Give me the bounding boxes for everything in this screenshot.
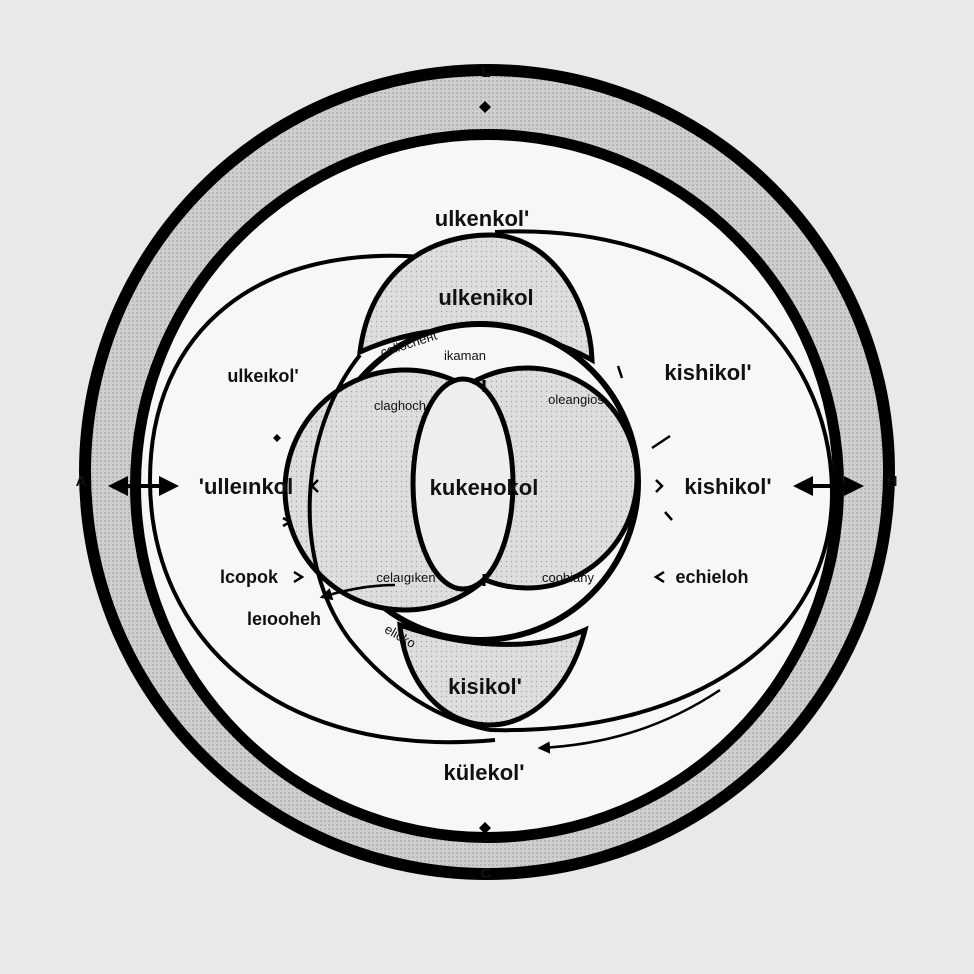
right-mark [616,365,624,379]
label-top-inner: ulkenikol [438,285,533,310]
label-upper-left: ulkeıkol' [227,366,298,386]
label-right-upper: kishikol' [664,360,751,385]
compass-left: A [76,473,87,490]
label-bottom-outer: külekol' [443,760,524,785]
label-left-mid: 'ulleınkol [199,474,293,499]
top-diamond [479,101,491,113]
bottom-diamond [479,822,491,834]
label-center: kukeнokol [430,475,539,500]
right-mark-3 [664,511,673,521]
left-chevron [282,516,293,528]
label-small-left-upper: claghoch [374,398,426,413]
left-dot [273,434,281,442]
label-right-mid: kishikol' [684,474,771,499]
label-bottom-inner: kisikol' [448,674,522,699]
lower-left-arrow [319,583,396,601]
bottom-lens [397,621,589,728]
label-top-outer: ulkenkol' [435,206,529,231]
label-small-top-center: ikaman [444,348,486,363]
label-small-left-lower: celaıgıken [376,570,435,585]
label-small-right-upper: oleangios [548,392,604,407]
left-chevron-2 [293,570,305,584]
bottom-arrow [537,688,721,754]
label-right-low: echieloh [675,567,748,587]
compass-bottom: C [481,865,492,882]
left-mid-chevron [310,479,319,493]
label-left-low: lcopok [220,567,279,587]
left-curve [307,353,491,732]
compass-top: L [481,64,490,81]
right-mark-2 [651,434,671,450]
label-small-right-lower: coohiahy [542,570,595,585]
label-left-lower: leıooheh [247,609,321,629]
right-chevron [653,570,665,584]
compass-right: H [887,473,898,490]
center-overlap [410,376,516,592]
right-mid-chevron [655,479,664,493]
